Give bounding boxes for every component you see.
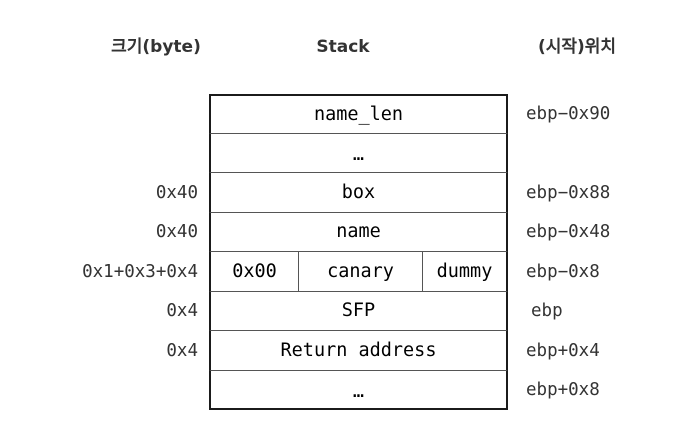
row-location-label: ebp−0x8 (526, 261, 600, 282)
table-row: … (0, 133, 681, 174)
stack-slot-label: … (352, 380, 365, 402)
table-row: 0x40 name ebp−0x48 (0, 212, 681, 252)
column-headers: 크기(byte) Stack (시작)위치 (0, 33, 681, 65)
stack-slot-label: name_len (313, 103, 404, 125)
stack-table: name_len ebp−0x90 … 0x40 box ebp−0x88 0x… (0, 94, 681, 410)
stack-slot-label: SFP (341, 300, 376, 322)
table-row: 0x4 SFP ebp (0, 291, 681, 331)
row-location-label: ebp+0x4 (526, 340, 600, 361)
row-size-label: 0x40 (155, 222, 198, 243)
header-size: 크기(byte) (111, 37, 201, 57)
row-location-label (508, 134, 681, 174)
stack-slot: SFP (209, 291, 508, 331)
stack-slot-label-canary: canary (299, 252, 423, 291)
row-location-label: ebp−0x48 (526, 222, 611, 243)
row-location-label: ebp−0x88 (526, 182, 611, 203)
row-size-label: 0x4 (166, 340, 198, 361)
row-size-label (0, 94, 209, 134)
row-location-label: ebp+0x8 (526, 380, 600, 401)
stack-slot: … (209, 370, 508, 410)
stack-slot-label: box (341, 181, 376, 203)
stack-slot-split: 0x00 canary dummy (209, 252, 508, 292)
header-stack: Stack (316, 37, 370, 57)
table-row: 0x4 Return address ebp+0x4 (0, 331, 681, 371)
stack-slot: name (209, 212, 508, 252)
header-location: (시작)위치 (537, 37, 617, 57)
row-size-label: 0x1+0x3+0x4 (82, 261, 198, 282)
table-row: 0x40 box ebp−0x88 (0, 173, 681, 213)
stack-slot-label: Return address (280, 339, 437, 361)
row-location-label: ebp−0x90 (526, 103, 611, 124)
stack-slot-label-null-byte: 0x00 (211, 252, 299, 291)
stack-slot: … (209, 133, 508, 173)
table-row: 0x1+0x3+0x4 0x00 canary dummy ebp−0x8 (0, 252, 681, 292)
table-row: name_len ebp−0x90 (0, 94, 681, 134)
row-size-label: 0x4 (166, 301, 198, 322)
table-row: … ebp+0x8 (0, 370, 681, 411)
row-size-label (0, 134, 209, 174)
row-size-label: 0x40 (155, 182, 198, 203)
stack-slot-label: name (336, 221, 381, 243)
stack-slot-label: … (352, 144, 365, 166)
stack-slot: box (209, 173, 508, 213)
stack-slot: name_len (209, 94, 508, 134)
row-location-label: ebp (531, 301, 563, 322)
stack-slot-label-dummy: dummy (436, 260, 493, 282)
stack-slot: Return address (209, 331, 508, 371)
row-size-label (0, 371, 209, 411)
